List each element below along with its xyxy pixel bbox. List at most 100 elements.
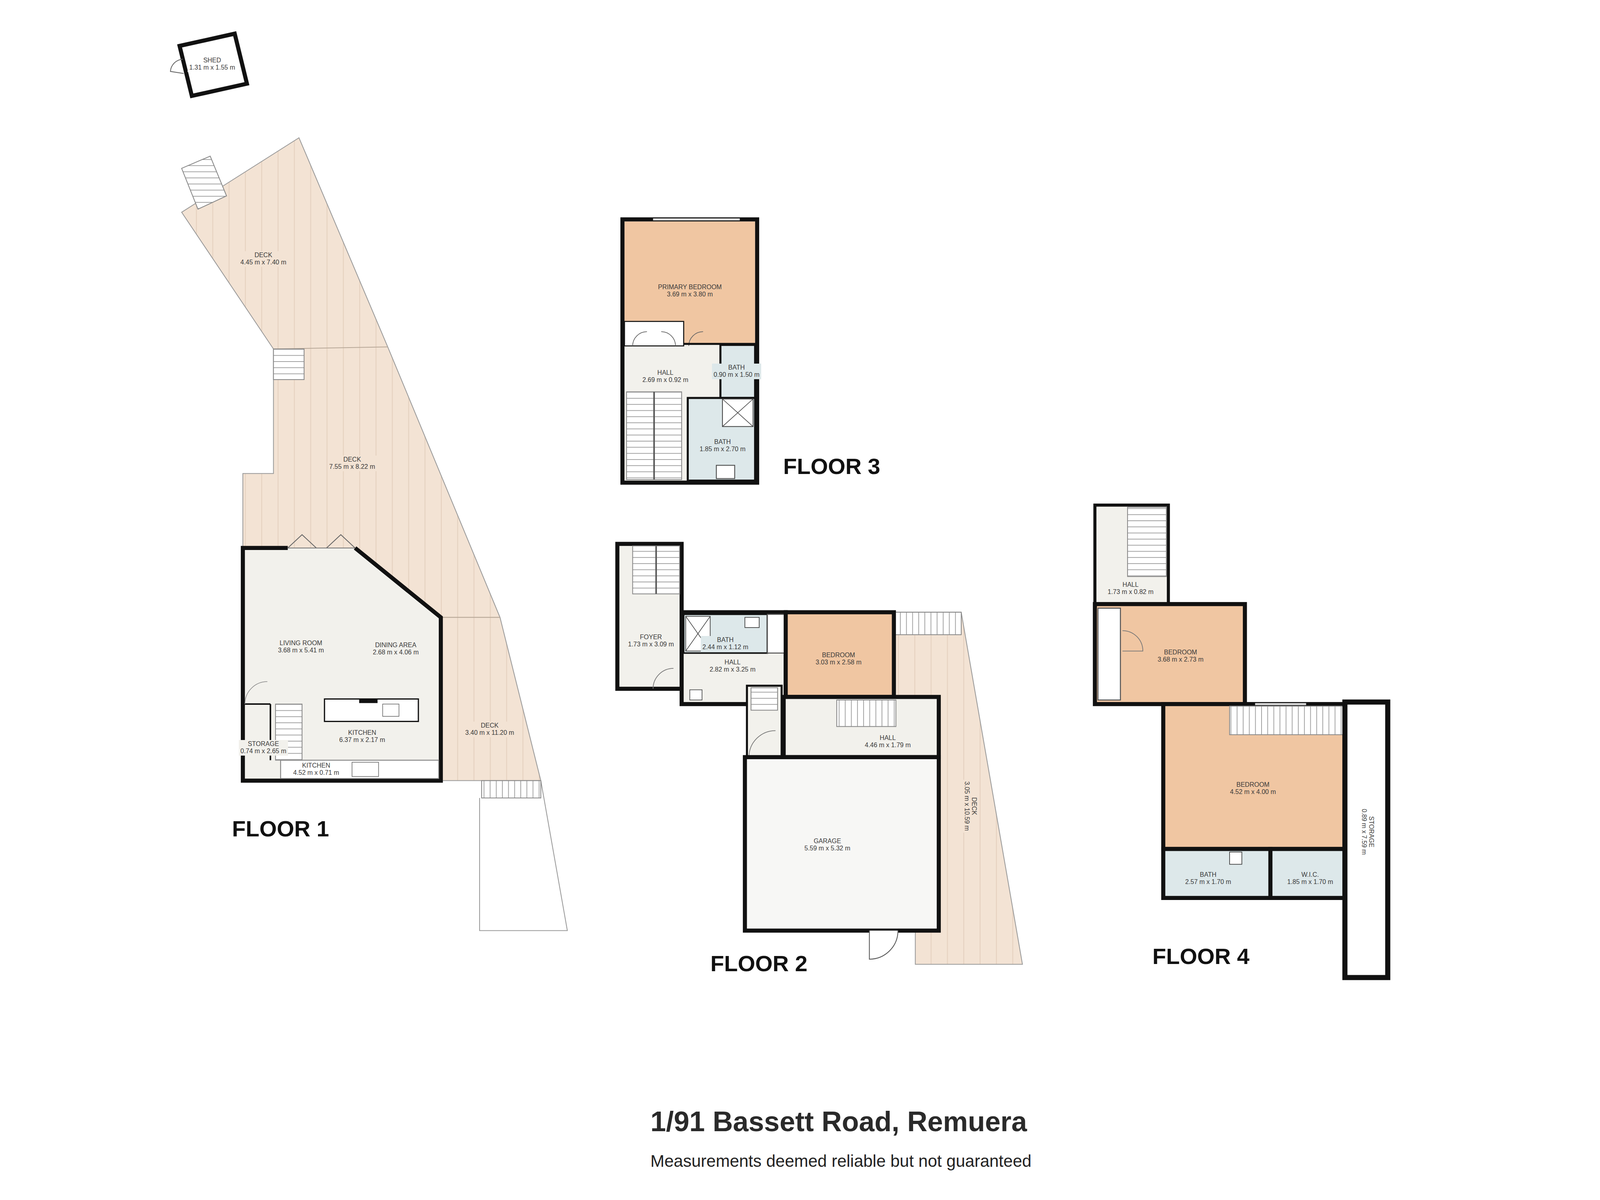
room-label: BATH2.57 m x 1.70 m — [1183, 870, 1233, 887]
floor-4-part — [1229, 852, 1242, 865]
shed — [170, 33, 247, 96]
plan-caption: Measurements deemed reliable but not gua… — [650, 1151, 1032, 1171]
room-name: KITCHEN — [293, 762, 340, 770]
floor-2-part — [655, 546, 657, 594]
room-name: BATH — [713, 364, 760, 372]
floor-1-deck-part — [181, 156, 227, 210]
room-dimension: 2.44 m x 1.12 m — [702, 643, 749, 651]
room-name: BEDROOM — [815, 651, 862, 659]
room-dimension: 3.03 m x 2.58 m — [815, 658, 862, 666]
room-dimension: 1.73 m x 3.09 m — [628, 640, 674, 648]
room-name: DINING AREA — [372, 641, 419, 649]
room-label: BATH1.85 m x 2.70 m — [698, 438, 748, 454]
floor-3-part — [716, 465, 735, 479]
floor-1-interior-part — [244, 681, 268, 704]
room-name: STORAGE — [240, 740, 287, 748]
room-name: SHED — [189, 56, 236, 64]
room-label: FOYER1.73 m x 3.09 m — [626, 633, 676, 649]
room-name: PRIMARY BEDROOM — [658, 283, 722, 291]
floor-4-part — [1344, 702, 1388, 978]
room-dimension: 3.68 m x 5.41 m — [278, 646, 324, 654]
floor-4 — [1094, 505, 1388, 978]
room-name: BATH — [702, 636, 749, 644]
room-dimension: 6.37 m x 2.17 m — [339, 736, 386, 744]
room-label: DINING AREA2.68 m x 4.06 m — [371, 641, 421, 657]
room-name: BATH — [699, 438, 746, 446]
floor-3-part — [626, 392, 682, 480]
room-label: DECK3.05 m x 10.59 m — [962, 780, 978, 833]
room-label: KITCHEN4.52 m x 0.71 m — [291, 761, 341, 778]
floor-label: FLOOR 2 — [710, 950, 808, 977]
floor-1-interior-part — [359, 698, 378, 703]
room-label: BEDROOM3.03 m x 2.58 m — [814, 651, 864, 667]
floor-2-part — [869, 930, 898, 960]
floor-2-part — [785, 612, 894, 698]
room-dimension: 4.46 m x 1.79 m — [864, 741, 911, 749]
floor-4-part — [1163, 848, 1271, 898]
room-name: BEDROOM — [1230, 781, 1276, 789]
room-name: DECK — [970, 781, 978, 832]
room-dimension: 0.74 m x 2.65 m — [240, 747, 287, 755]
room-name: FOYER — [628, 633, 674, 641]
room-label: PRIMARY BEDROOM3.69 m x 3.80 m — [656, 283, 724, 299]
floor-2-part — [653, 668, 674, 689]
room-name: BEDROOM — [1157, 648, 1204, 656]
floor-1-deck-part — [440, 616, 500, 618]
floor-3-part — [722, 398, 754, 427]
room-dimension: 3.40 m x 11.20 m — [465, 729, 514, 737]
floor-1-interior-part — [326, 534, 355, 548]
room-dimension: 2.57 m x 1.70 m — [1185, 878, 1232, 886]
floor-2-part — [783, 696, 939, 758]
floor-3-part — [653, 218, 740, 221]
floor-1-interior-part — [280, 760, 439, 779]
room-dimension: 1.85 m x 1.70 m — [1287, 878, 1334, 886]
floor-4-part — [1122, 630, 1143, 652]
room-name: LIVING ROOM — [278, 639, 324, 647]
floor-2-part — [767, 614, 786, 654]
room-name: GARAGE — [804, 837, 851, 845]
floor-1-interior-part — [242, 703, 271, 705]
floor-3 — [622, 219, 758, 483]
room-name: HALL — [1107, 581, 1154, 589]
floor-2-part — [836, 700, 896, 727]
room-dimension: 4.52 m x 0.71 m — [293, 769, 340, 777]
floor-1-interior-part — [382, 704, 400, 717]
room-dimension: 1.73 m x 0.82 m — [1107, 588, 1154, 596]
room-label: W.I.C.1.85 m x 1.70 m — [1285, 870, 1335, 887]
floor-3-part — [653, 392, 655, 480]
floor-1-deck-part — [481, 780, 541, 798]
room-label: STORAGE0.89 m x 7.59 m — [1359, 807, 1376, 857]
floor-2-part — [744, 617, 760, 628]
floor-4-part — [1094, 505, 1169, 604]
room-label: HALL2.69 m x 0.92 m — [640, 368, 690, 385]
room-label: GARAGE5.59 m x 5.32 m — [802, 837, 852, 853]
room-name: STORAGE — [1367, 808, 1375, 855]
room-dimension: 3.68 m x 2.73 m — [1157, 656, 1204, 664]
room-label: BATH2.44 m x 1.12 m — [700, 636, 750, 652]
room-dimension: 7.55 m x 8.22 m — [329, 463, 376, 471]
floor-2-part — [894, 612, 962, 635]
floor-label: FLOOR 4 — [1152, 943, 1250, 970]
floor-4-part — [1255, 703, 1307, 706]
room-label: KITCHEN6.37 m x 2.17 m — [337, 728, 387, 745]
room-name: W.I.C. — [1287, 871, 1334, 879]
floor-1-interior-part — [324, 698, 419, 722]
room-dimension: 4.52 m x 4.00 m — [1230, 788, 1276, 796]
room-name: BATH — [1185, 871, 1232, 879]
floor-3-part — [622, 219, 758, 483]
floor-2 — [617, 544, 1023, 965]
room-name: DECK — [329, 456, 376, 464]
floor-1-deck-part — [273, 348, 305, 380]
floor-1-deck-part — [479, 780, 568, 931]
room-dimension: 2.69 m x 0.92 m — [642, 376, 689, 384]
room-label: DECK3.40 m x 11.20 m — [463, 721, 516, 738]
floor-2-part — [751, 687, 778, 710]
room-name: HALL — [642, 369, 689, 377]
floor-3-part — [687, 398, 755, 481]
room-dimension: 5.59 m x 5.32 m — [804, 844, 851, 852]
floor-4-part — [1163, 704, 1345, 849]
room-dimension: 3.69 m x 3.80 m — [658, 290, 722, 298]
room-dimension: 3.05 m x 10.59 m — [962, 781, 970, 832]
